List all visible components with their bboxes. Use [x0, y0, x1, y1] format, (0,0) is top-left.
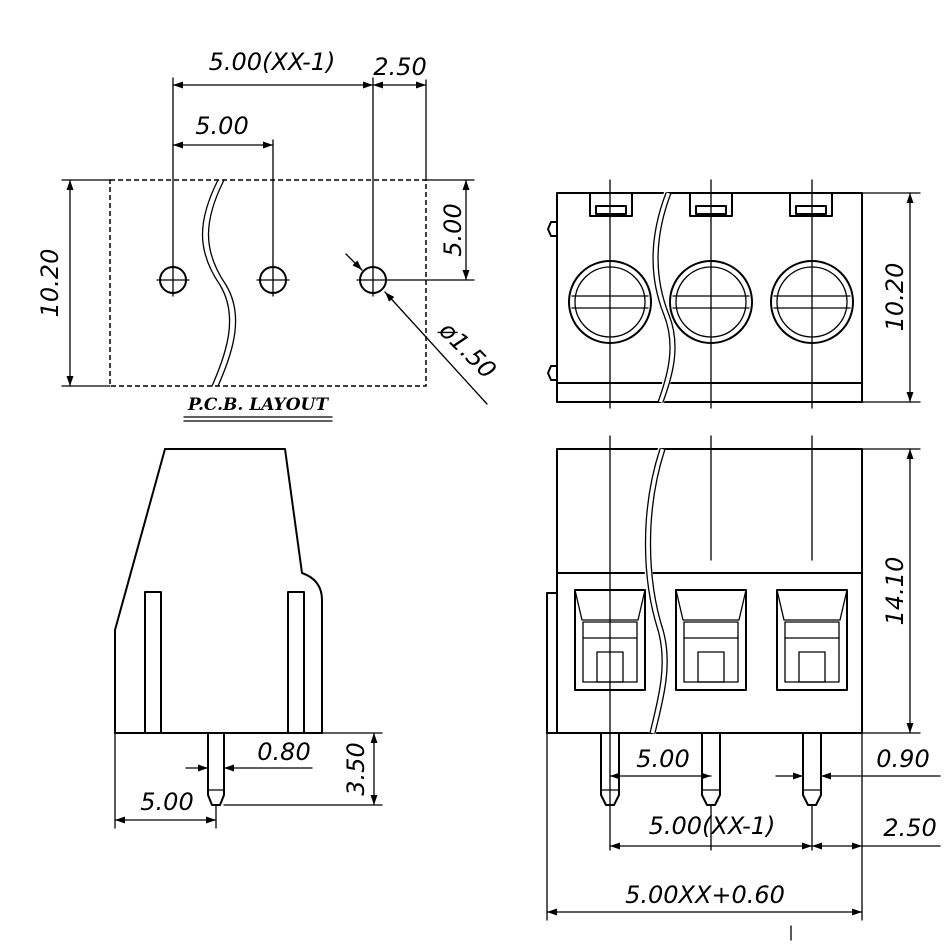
side-view: 0.80 3.50 5.00 — [114, 448, 383, 829]
pcb-layout-label: P.C.B. LAYOUT — [187, 395, 329, 415]
dim-side-pin-length: 3.50 — [342, 742, 370, 795]
dim-side-pin-offset: 5.00 — [140, 788, 193, 816]
front-body — [556, 192, 863, 403]
dim-top-pitch: 5.00 — [195, 112, 248, 140]
pcb-layout-view: 5.00(XX-1) 2.50 5.00 10.20 5.00 ø1.50 P.… — [36, 48, 502, 422]
wire-entry-view: 14.10 5.00 0.90 5.00(XX-1) 2.50 5.00XX+0… — [546, 435, 941, 941]
pcb-hole-3 — [356, 263, 390, 297]
dim-front-height: 10.20 — [881, 263, 909, 332]
dim-side-pin-width: 0.80 — [257, 738, 310, 766]
clamp-2 — [675, 589, 747, 691]
dim-bottom-pitch: 5.00 — [636, 745, 689, 773]
dim-body-height: 14.10 — [881, 557, 909, 626]
dim-top-offset: 2.50 — [373, 53, 426, 81]
wire-entry-body — [556, 448, 863, 734]
dim-left-height: 10.20 — [36, 249, 64, 318]
pin-3 — [802, 732, 822, 806]
pcb-hole-1 — [156, 263, 190, 297]
dim-bottom-offset: 2.50 — [883, 814, 936, 842]
dim-top-span: 5.00(XX-1) — [209, 48, 336, 76]
pin-2 — [701, 732, 721, 806]
dim-total-width: 5.00XX+0.60 — [625, 881, 785, 909]
pin-1 — [600, 732, 620, 806]
pcb-outline — [109, 179, 427, 387]
dim-hole-diameter: ø1.50 — [433, 316, 502, 385]
pcb-break-line — [201, 179, 231, 387]
side-pin — [207, 732, 225, 806]
dim-right-offset: 5.00 — [439, 203, 467, 256]
front-view: 10.20 — [547, 179, 921, 409]
pcb-hole-2 — [256, 263, 290, 297]
dim-bottom-span: 5.00(XX-1) — [649, 812, 776, 840]
dim-pin-width: 0.90 — [876, 745, 929, 773]
side-body — [114, 448, 323, 734]
clamp-3 — [776, 589, 848, 691]
